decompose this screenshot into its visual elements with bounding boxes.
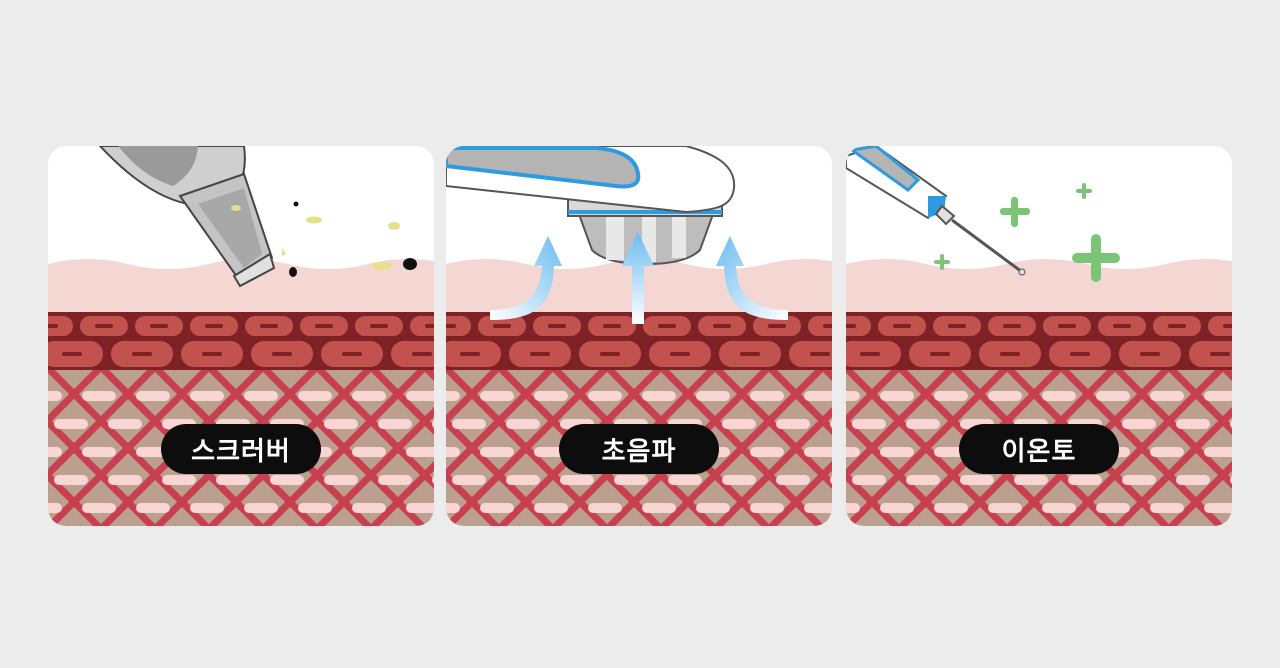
panel-iontophoresis: 이온토 — [846, 146, 1232, 526]
plus-icon — [934, 183, 1120, 282]
label-iontophoresis: 이온토 — [959, 424, 1119, 474]
ultrasound-probe-icon — [446, 146, 734, 264]
ion-pen-icon — [846, 146, 1025, 275]
label-scrubber: 스크러버 — [161, 424, 321, 474]
panel-ultrasound: 초음파 — [446, 146, 832, 526]
arrow-up-icon — [490, 232, 788, 324]
scrubber-icon — [100, 146, 274, 286]
panel-scrubber: 스크러버 — [48, 146, 434, 526]
label-ultrasound: 초음파 — [559, 424, 719, 474]
